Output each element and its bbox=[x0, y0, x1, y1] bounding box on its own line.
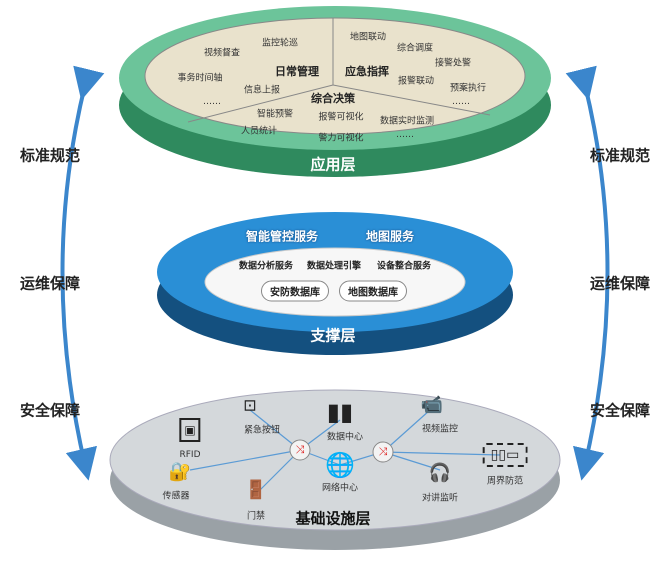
emergency-button-icon: ⊡ bbox=[243, 395, 257, 415]
left-arrow bbox=[60, 65, 105, 481]
device-sensor: 传感器 bbox=[162, 491, 190, 502]
device-rfid: RFID bbox=[179, 450, 201, 460]
service-smart-control: 智能管控服务 bbox=[245, 229, 319, 244]
item: 地图联动 bbox=[349, 32, 387, 43]
perimeter-icon: ▯▯▭ bbox=[482, 443, 528, 467]
db-map: 地图数据库 bbox=[339, 280, 407, 302]
device-intercom: 对讲监听 bbox=[421, 493, 459, 504]
data-center-icon: ▮▮ bbox=[326, 398, 354, 426]
item: 预案执行 bbox=[449, 83, 487, 94]
device-emergency-button: 紧急按钮 bbox=[243, 425, 281, 436]
engine-device-integration: 设备整合服务 bbox=[376, 261, 432, 272]
item: 综合调度 bbox=[396, 43, 434, 54]
infrastructure-layer-title: 基础设施层 bbox=[295, 509, 371, 528]
switch-icon: ⤨ bbox=[378, 445, 388, 458]
item: 报警可视化 bbox=[318, 112, 364, 123]
right-label-operations: 运维保障 bbox=[589, 274, 651, 293]
item: …… bbox=[203, 97, 221, 107]
section-decision-making: 综合决策 bbox=[311, 92, 355, 105]
section-emergency-command: 应急指挥 bbox=[345, 65, 389, 78]
left-label-standards: 标准规范 bbox=[19, 146, 81, 165]
device-video-surveillance: 视频监控 bbox=[421, 424, 459, 435]
device-data-center: 数据中心 bbox=[326, 432, 364, 443]
engine-data-analysis: 数据分析服务 bbox=[238, 261, 294, 272]
item: 人员统计 bbox=[240, 126, 278, 137]
headset-icon: 🎧 bbox=[428, 462, 452, 484]
right-arrow bbox=[565, 65, 610, 481]
device-network-center: 网络中心 bbox=[321, 483, 359, 494]
item: …… bbox=[452, 97, 470, 107]
item: 警力可视化 bbox=[318, 133, 364, 144]
item: 接警处警 bbox=[434, 58, 472, 69]
item: 数据实时监测 bbox=[379, 116, 435, 127]
engine-data-processing: 数据处理引擎 bbox=[306, 261, 362, 272]
item: 监控轮巡 bbox=[261, 38, 299, 49]
device-perimeter: 周界防范 bbox=[486, 476, 524, 487]
switch-icon: ⤨ bbox=[295, 443, 305, 456]
globe-icon: 🌐 bbox=[325, 451, 355, 479]
application-layer-title: 应用层 bbox=[310, 155, 356, 174]
right-label-security: 安全保障 bbox=[589, 401, 651, 420]
sensor-icon: 🔐 bbox=[168, 461, 192, 483]
support-layer-title: 支撑层 bbox=[310, 326, 356, 345]
item: …… bbox=[396, 130, 414, 140]
db-security: 安防数据库 bbox=[261, 280, 329, 302]
right-label-standards: 标准规范 bbox=[589, 146, 651, 165]
left-label-operations: 运维保障 bbox=[19, 274, 81, 293]
left-label-security: 安全保障 bbox=[19, 401, 81, 420]
item: 报警联动 bbox=[397, 76, 435, 87]
device-access-control: 门禁 bbox=[246, 511, 266, 522]
service-map: 地图服务 bbox=[365, 229, 415, 244]
item: 事务时间轴 bbox=[177, 73, 223, 84]
camera-icon: 📹 bbox=[420, 394, 444, 416]
section-daily-management: 日常管理 bbox=[275, 65, 319, 78]
item: 视频督查 bbox=[203, 48, 241, 59]
rfid-icon: ▣ bbox=[179, 418, 201, 442]
item: 信息上报 bbox=[243, 85, 281, 96]
access-control-icon: 🚪 bbox=[244, 479, 268, 501]
item: 智能预警 bbox=[256, 109, 294, 120]
